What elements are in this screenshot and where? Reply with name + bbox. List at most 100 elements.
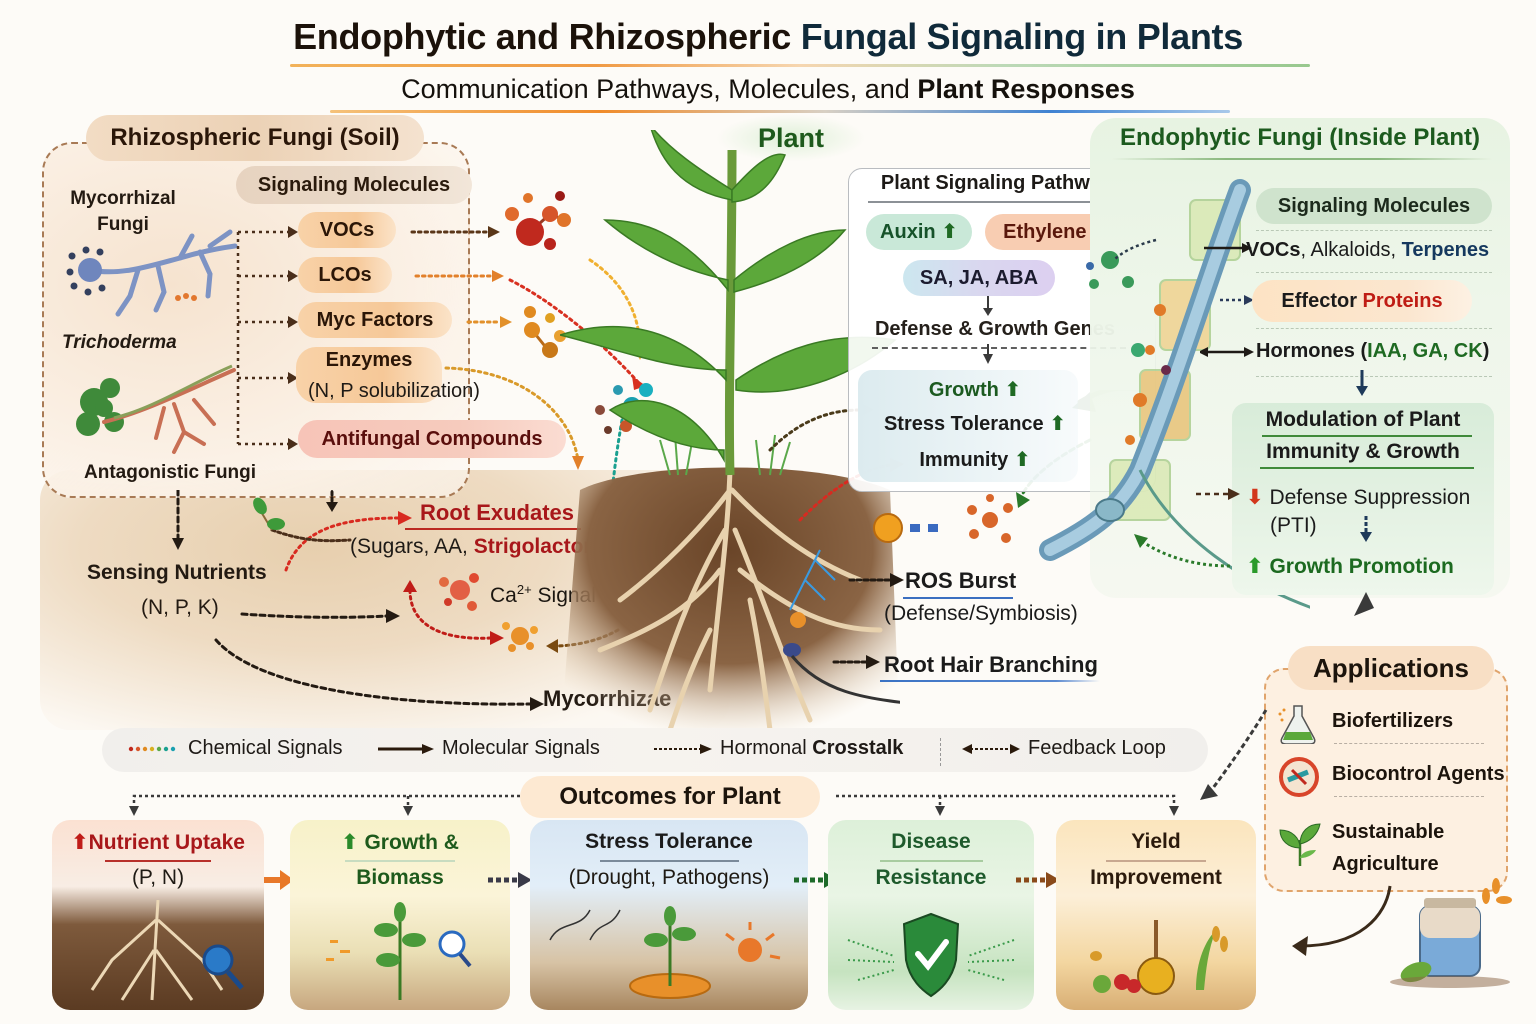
ca-superscript: 2+ (516, 582, 532, 597)
pathway-outcome-box (858, 370, 1078, 482)
endophytic-title-rule (1112, 158, 1492, 160)
sa-ja-aba-pill: SA, JA, ABA (903, 260, 1055, 296)
growth-label: Growth & (364, 831, 459, 854)
voc-molecule-icon (505, 191, 571, 250)
card-rule (1106, 860, 1206, 862)
outcome-card-stress-tolerance: Stress Tolerance (Drought, Pathogens) (530, 820, 808, 1010)
legend-separator (940, 738, 941, 766)
enzymes-sub: (N, P solubilization) (308, 380, 480, 402)
legend-feedback-label: Feedback Loop (1028, 737, 1166, 759)
application-biocontrol-agents: Biocontrol Agents (1332, 763, 1505, 785)
endo-divider (1256, 328, 1492, 329)
endo-vocs: VOCs (1246, 239, 1301, 261)
auxin-pill: Auxin ⬆ (866, 214, 972, 250)
auxin-label: Auxin (880, 221, 936, 243)
legend-chemical-label: Chemical Signals (188, 737, 343, 759)
endophyte-hypha-illustration (1039, 179, 1310, 609)
ros-burst-label: ROS Burst (905, 568, 1017, 593)
card-rule (599, 860, 739, 862)
soil-signal-arrows (172, 490, 722, 711)
outcome-card-growth-biomass: ⬆ Growth & Biomass (290, 820, 510, 1010)
legend-molecular-label: Molecular Signals (442, 737, 600, 759)
trichoderma-label: Trichoderma (62, 332, 177, 353)
legend-bar (102, 728, 1208, 772)
legend-crosstalk-label: Crosstalk (812, 737, 904, 759)
dashed-arrow-icon (654, 743, 712, 754)
application-biofertilizers: Biofertilizers (1332, 710, 1454, 732)
endophytic-title: Endophytic Fungi (Inside Plant) (1120, 124, 1480, 151)
root-hair-underline (880, 680, 1100, 682)
effector-proteins-pill: Effector Proteins (1252, 280, 1472, 322)
pathways-divider (872, 347, 1126, 349)
spore-blue (783, 643, 801, 657)
card-sub: Biomass (356, 866, 444, 889)
mycorrhizal-line-2: Fungi (97, 214, 149, 235)
ros-burst-sub: (Defense/Symbiosis) (884, 602, 1078, 625)
plant-illustration (560, 130, 900, 740)
app-divider (1334, 796, 1484, 797)
card-rule (345, 860, 455, 862)
outcome-stress-tolerance: Stress Tolerance ⬆ (860, 411, 1090, 436)
pathways-title: Plant Signaling Pathways (880, 172, 1124, 194)
card-title: Yield (1131, 830, 1181, 853)
endo-hormones-line: Hormones (IAA, GA, CK) (1256, 340, 1489, 363)
outcomes-connector-lines (129, 794, 1179, 816)
modulation-feedback-arrows (1134, 488, 1240, 568)
arrow-up-icon: ⬆ (1049, 413, 1067, 435)
pti-label: (PTI) (1270, 514, 1317, 537)
shield-check-icon (847, 912, 1015, 998)
endo-alkaloids: , Alkaloids, (1300, 239, 1402, 261)
legend-feedback-loop: Feedback Loop (962, 737, 1166, 760)
title-underline (290, 64, 1310, 67)
arrow-up-icon: ⬆ (71, 831, 89, 854)
subtitle-underline (330, 110, 1230, 113)
outcome-card-nutrient-uptake: ⬆Nutrient Uptake (P, N) (52, 820, 264, 1010)
leaves (560, 130, 897, 463)
growth-promotion-label: Growth Promotion (1269, 555, 1454, 578)
dotted-multicolor-line-icon (128, 746, 176, 751)
card-rule (879, 860, 983, 862)
signaling-molecules-heading-right: Signaling Molecules (1256, 188, 1492, 224)
title-part-1: Endophytic and Rhizospheric (293, 16, 801, 57)
subtitle-part-2: Plant Responses (917, 74, 1135, 104)
outcome-immunity: Immunity ⬆ (860, 447, 1090, 472)
card-sub: Improvement (1090, 866, 1222, 889)
endo-divider (1256, 230, 1492, 231)
proteins-label: Proteins (1362, 290, 1443, 312)
hormones-suffix: ) (1482, 340, 1490, 362)
outcome-card-disease-resistance: Disease Resistance (828, 820, 1034, 1010)
molecule-lcos: LCOs (298, 257, 392, 293)
arrow-right-icon (264, 870, 294, 890)
double-dashed-arrow-icon (962, 743, 1020, 754)
pathways-title-rule (868, 201, 1134, 203)
root-hair-branching-label: Root Hair Branching (884, 652, 1098, 677)
subtitle-part-1: Communication Pathways, Molecules, and (401, 74, 918, 104)
molecule-myc-factors: Myc Factors (298, 302, 452, 338)
mycorrhizal-fungi-label: Mycorrhizal Fungi (58, 186, 188, 238)
root-exudates-label: Root Exudates (420, 500, 575, 525)
fungal-network (789, 549, 836, 611)
mycorrhizal-line-1: Mycorrhizal (70, 188, 176, 209)
card-title: ⬆Nutrient Uptake (52, 830, 264, 855)
petri-dish-icon (1279, 757, 1319, 797)
card-title: Disease (891, 830, 971, 853)
effector-label: Effector (1281, 290, 1363, 312)
outcome-card-yield-improvement: Yield Improvement (1056, 820, 1256, 1010)
myc-molecule-icon (524, 306, 566, 358)
modulation-title-2: Immunity & Growth (1266, 440, 1460, 463)
ethylene-label: Ethylene (1003, 221, 1087, 243)
seedling-icon (1279, 823, 1321, 866)
growth-label: Growth (928, 379, 999, 401)
modulation-rule (1260, 467, 1474, 469)
spore-orange (790, 612, 806, 628)
sustainable-label: Sustainable (1332, 821, 1445, 843)
title-part-2: Fungal Signaling in Plants (800, 16, 1244, 57)
endo-vocs-line: VOCs, Alkaloids, Terpenes (1246, 239, 1489, 262)
grass (659, 434, 791, 476)
modulation-title-1: Modulation of Plant (1265, 408, 1461, 431)
endo-terpenes: Terpenes (1401, 239, 1490, 261)
card-sub: (Drought, Pathogens) (568, 866, 770, 889)
page-subtitle: Communication Pathways, Molecules, and P… (0, 74, 1536, 105)
sensing-nutrients-label: Sensing Nutrients (87, 561, 267, 584)
arrow-up-icon: ⬆ (941, 221, 958, 243)
